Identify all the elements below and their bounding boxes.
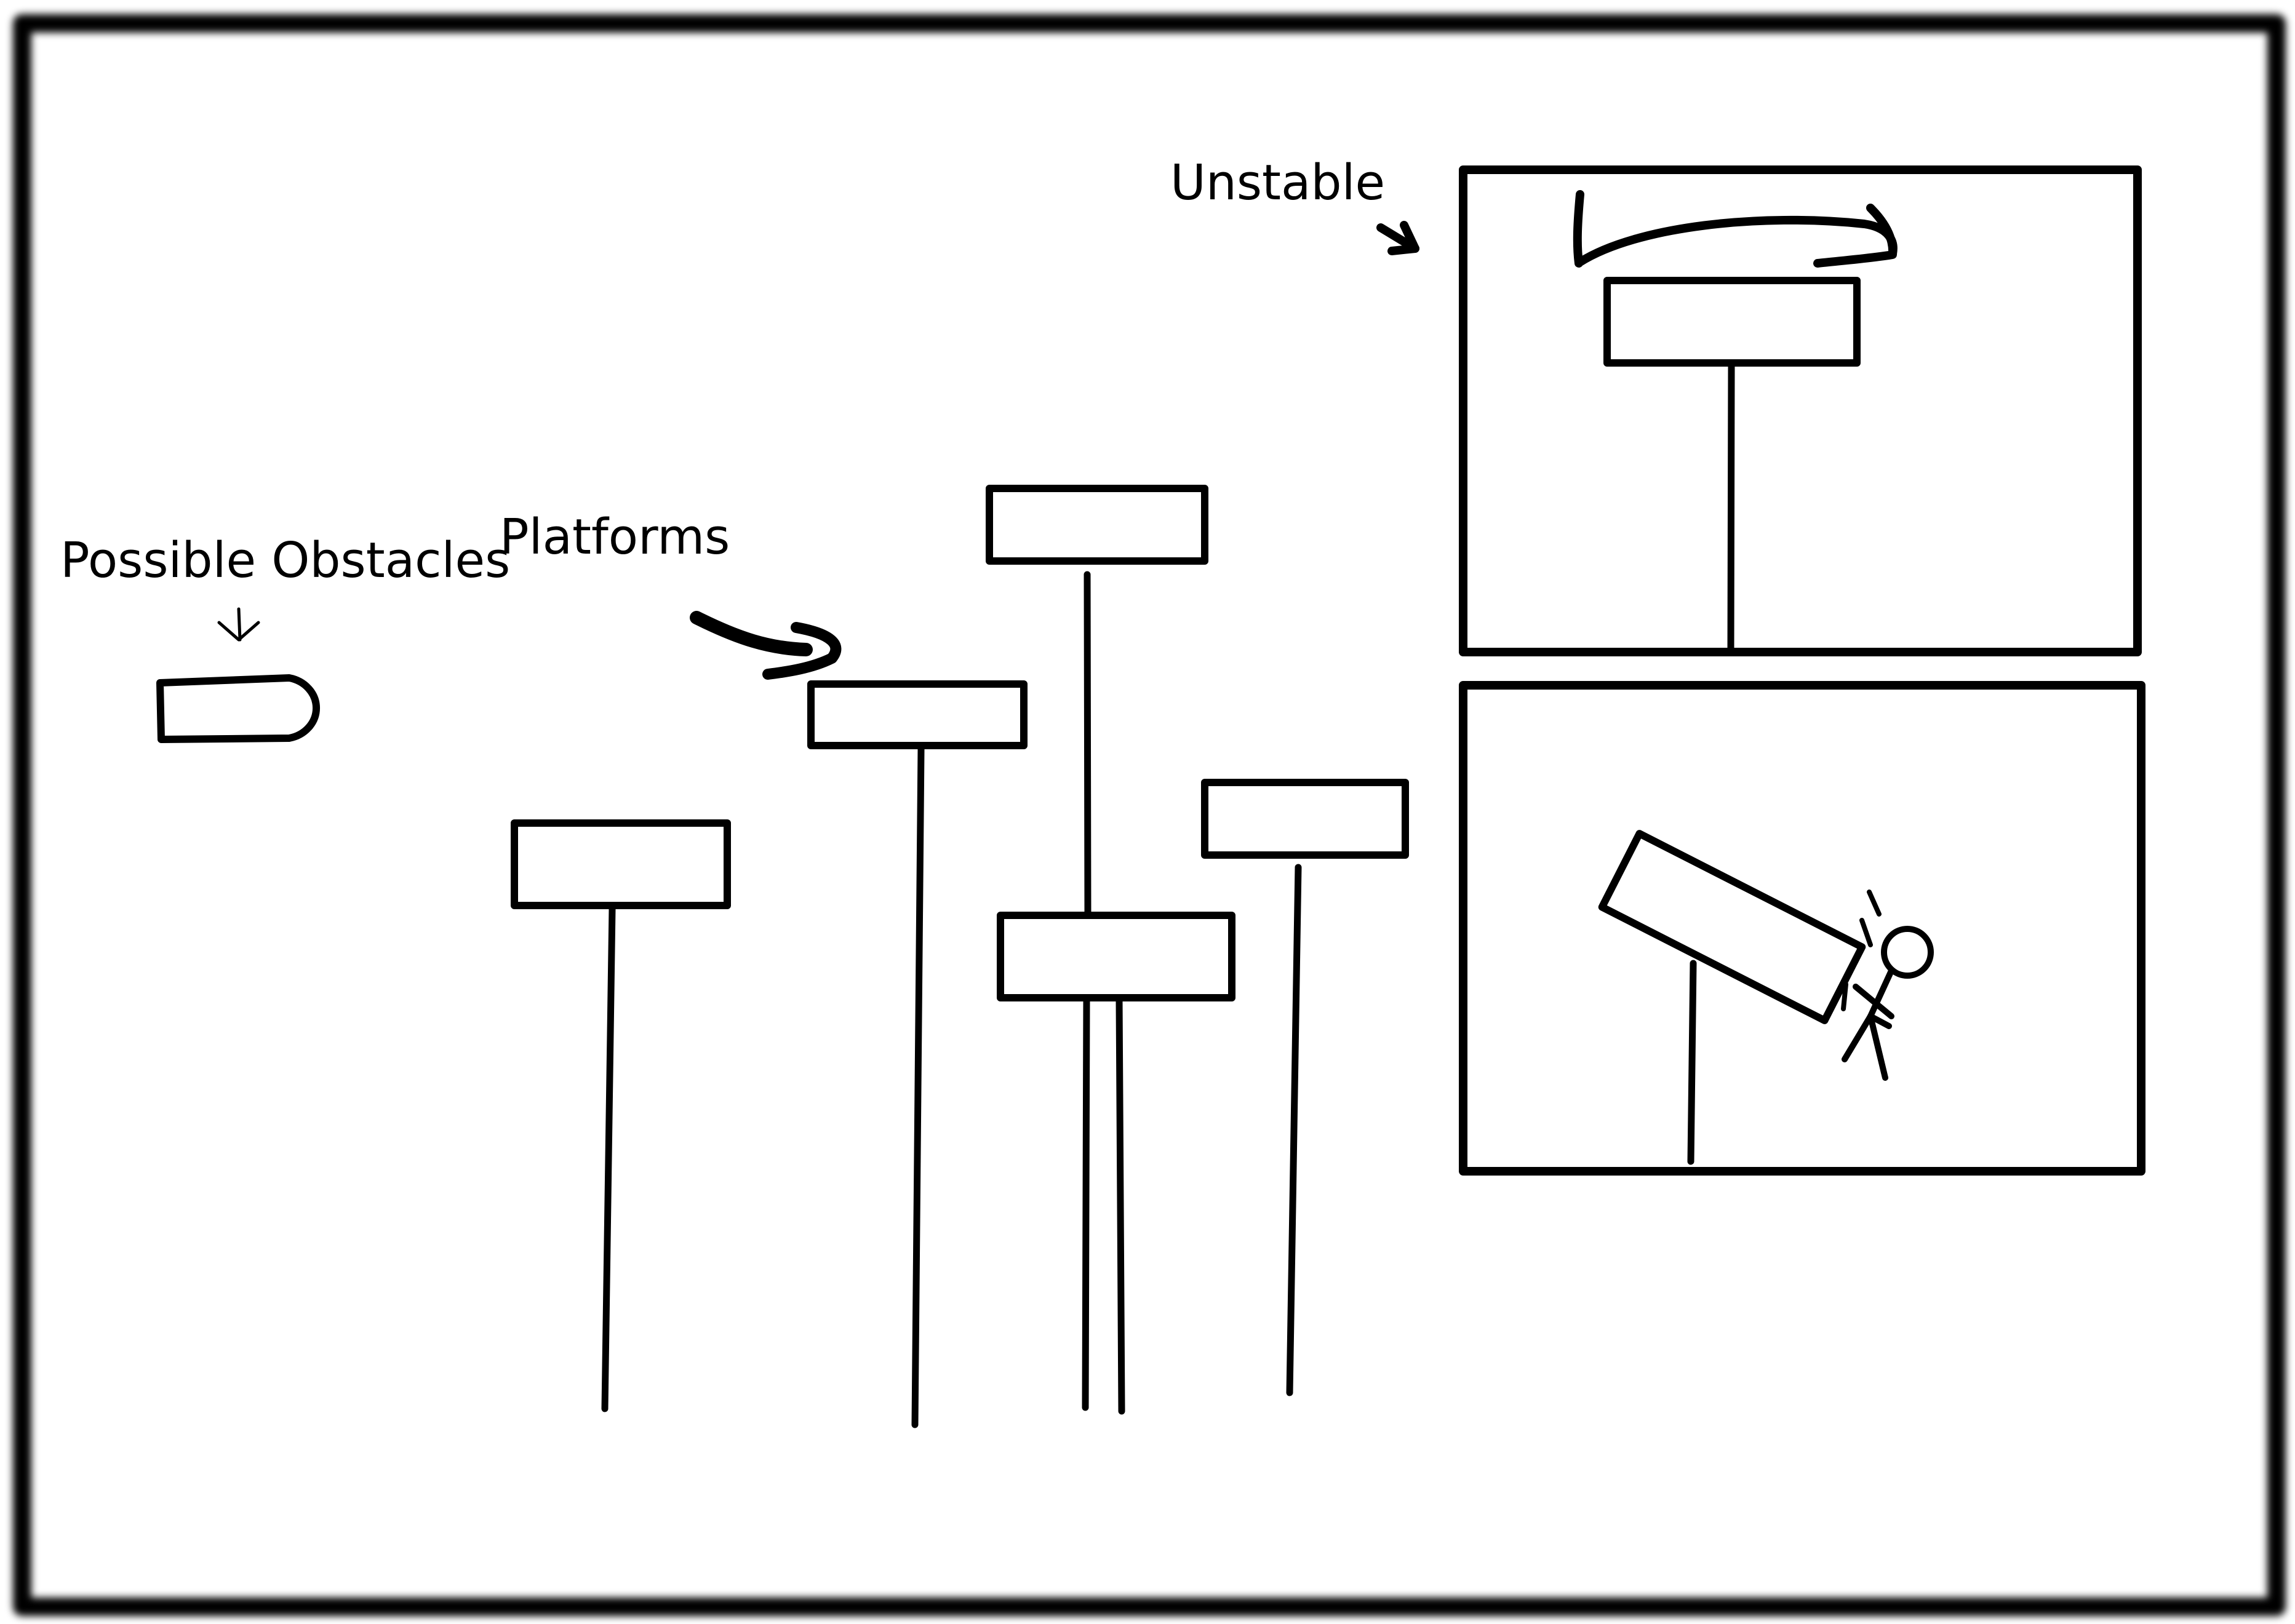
label-platforms: Platforms: [500, 509, 730, 565]
label-unstable: Unstable: [1170, 154, 1385, 211]
label-possible-obstacles: Possible Obstacles: [60, 532, 510, 589]
